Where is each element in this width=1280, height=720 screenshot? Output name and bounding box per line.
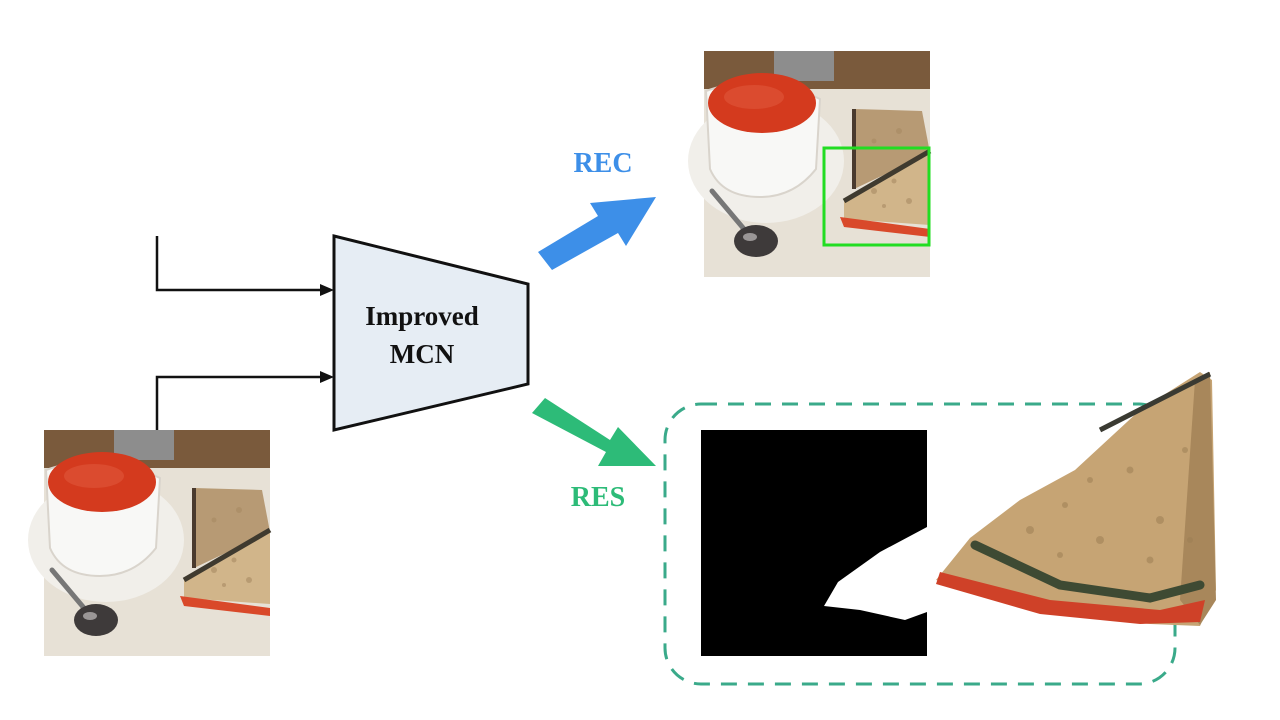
res-arrow <box>532 398 656 466</box>
connector-line-bottom <box>155 375 322 430</box>
model-block: Improved MCN <box>332 234 530 432</box>
model-label-line2: MCN <box>390 339 455 369</box>
connector-line-top <box>155 236 322 292</box>
arrowhead-bottom <box>320 371 334 383</box>
rec-label: REC <box>573 148 632 179</box>
input-image <box>28 430 270 656</box>
model-label-line1: Improved <box>365 301 479 331</box>
bounding-box <box>822 146 931 247</box>
model-trapezoid <box>332 234 530 432</box>
arrowhead-top <box>320 284 334 296</box>
rec-arrow <box>538 197 656 270</box>
input-connectors <box>155 236 334 430</box>
res-label: RES <box>571 482 625 513</box>
sandwich-cutout <box>936 371 1216 626</box>
rec-output-image <box>688 51 930 277</box>
segmentation-mask <box>701 430 927 656</box>
